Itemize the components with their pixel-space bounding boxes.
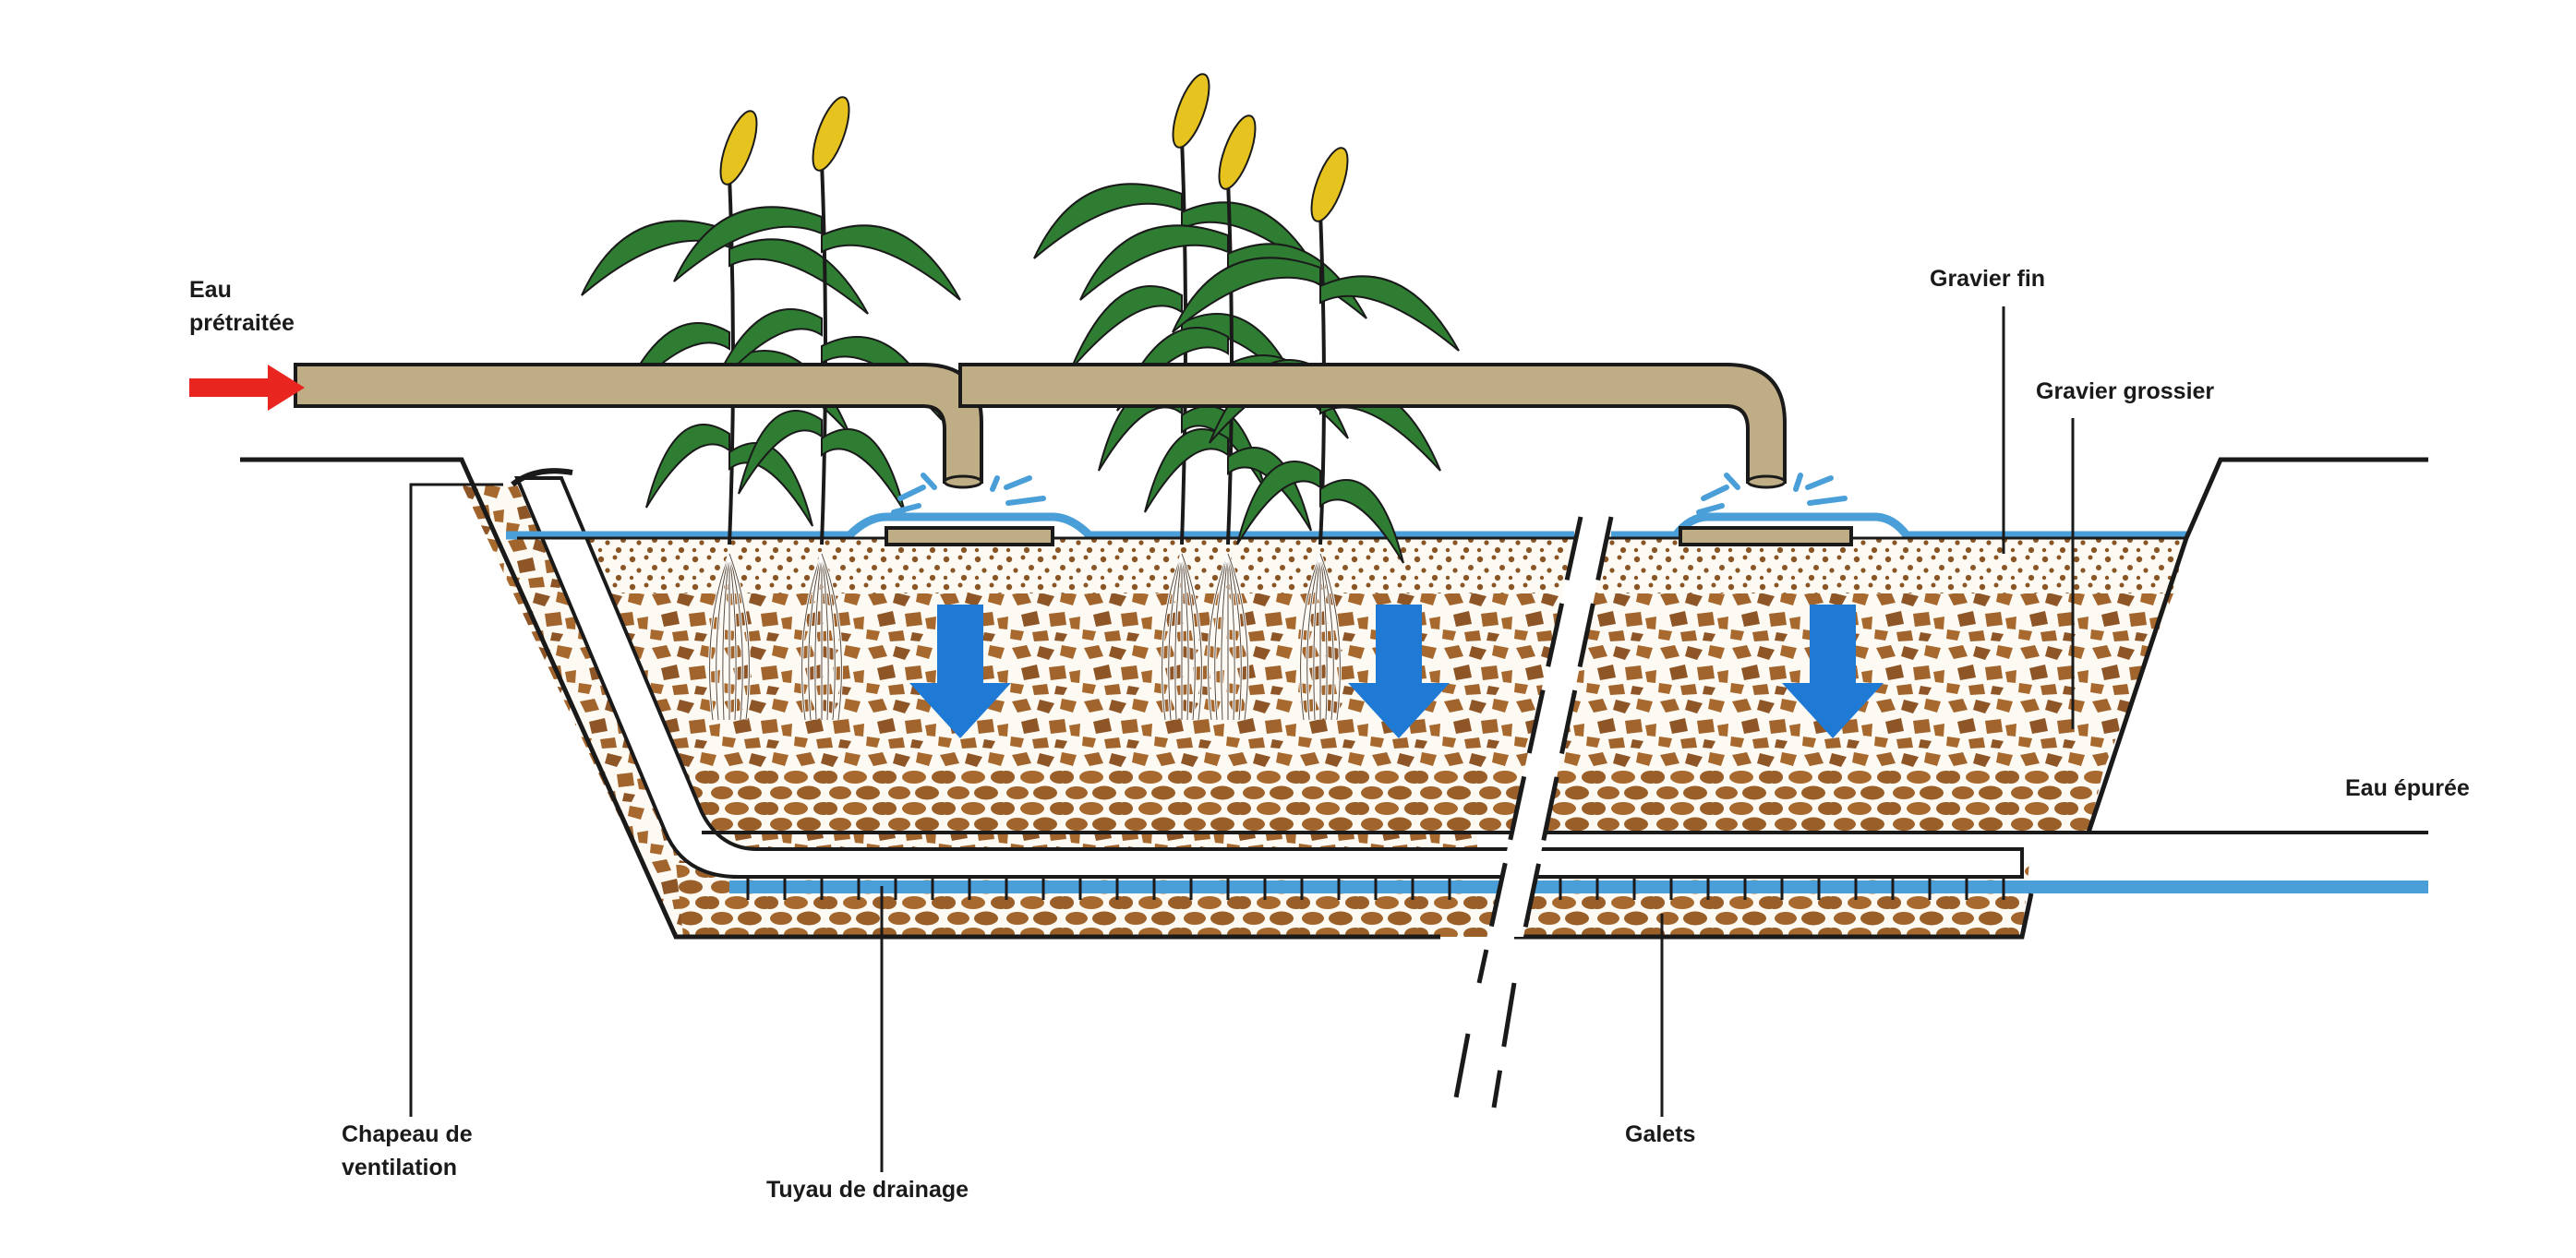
section-break-line-2 <box>1491 516 1614 1108</box>
basin-rim-right <box>2086 457 2428 833</box>
pebble-layer <box>642 771 2103 833</box>
label-vent-cap-1: Chapeau de <box>342 1121 473 1147</box>
basin-outline-left <box>240 457 1440 940</box>
flow-down-arrow-icon <box>1782 605 1884 738</box>
distribution-plate-left <box>885 526 1054 546</box>
leader-vent-cap <box>409 483 503 1117</box>
feed-pipe-long <box>958 363 1787 484</box>
label-inlet-1: Eau <box>189 277 232 303</box>
label-coarse-gravel: Gravier grossier <box>2036 378 2214 404</box>
coarse-gravel-layer <box>536 593 2173 771</box>
label-drain-pipe: Tuyau de drainage <box>766 1177 969 1203</box>
feed-pipe-body <box>294 363 983 484</box>
basin-outline-right <box>1514 893 2034 940</box>
drain-slots <box>746 877 2005 900</box>
flow-arrows <box>909 605 1884 738</box>
vent-cap <box>511 468 573 487</box>
vent-pipe-body <box>513 476 2024 879</box>
label-inlet-2: prétraitée <box>189 310 295 336</box>
leader-lines <box>409 306 2075 1172</box>
flow-down-arrow-icon <box>909 605 1011 738</box>
label-fine-gravel: Gravier fin <box>1930 266 2045 292</box>
feed-pipe <box>294 363 1848 515</box>
filter-basin <box>240 457 2428 1108</box>
drain-pipe-outlet <box>2022 881 2428 893</box>
water-surface <box>506 512 1574 540</box>
water-splash <box>891 473 1848 515</box>
section-break-line-1 <box>1451 516 1583 1108</box>
outlet-right <box>1746 474 1787 489</box>
section-break <box>1488 517 1611 937</box>
flow-down-arrow-icon <box>1348 605 1450 738</box>
label-pebbles: Galets <box>1625 1121 1695 1147</box>
fine-gravel-layer <box>517 538 2186 593</box>
label-vent-cap-2: ventilation <box>342 1155 457 1180</box>
label-treated-water: Eau épurée <box>2345 775 2470 801</box>
inlet-arrow-icon <box>189 365 305 411</box>
outlet-left <box>943 474 983 489</box>
drain-pipe <box>729 881 2068 893</box>
distribution-plate-right <box>1679 526 1853 546</box>
